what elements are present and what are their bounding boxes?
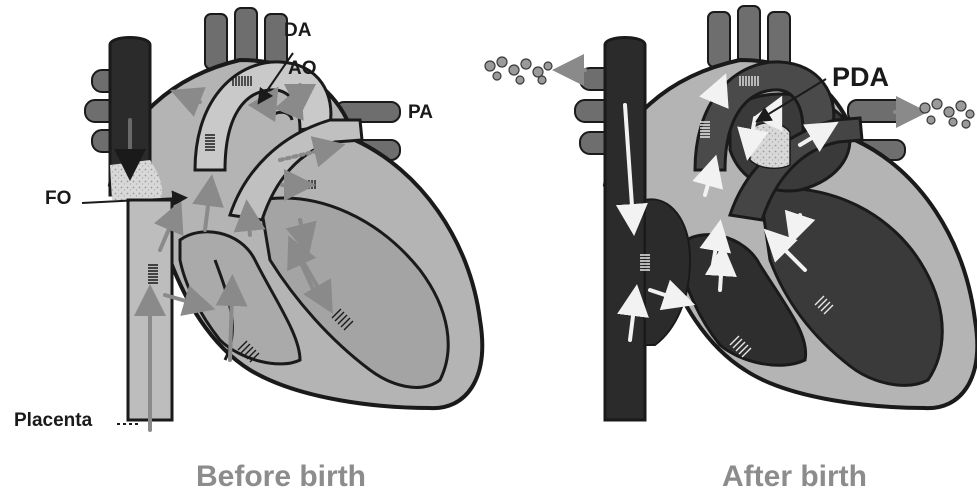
label-pda: PDA <box>832 62 889 93</box>
postnatal-pda-shunt <box>750 123 790 169</box>
aortic-arch-branches-right <box>708 6 790 67</box>
particle-cluster-left <box>485 57 552 84</box>
caption-before-birth: Before birth <box>196 460 366 494</box>
postnatal-heart <box>485 6 977 420</box>
caption-after-birth: After birth <box>722 460 867 494</box>
label-fo: FO <box>45 188 71 210</box>
label-ao: AO <box>288 58 317 80</box>
particle-cluster-right <box>920 99 974 128</box>
fetal-heart <box>82 8 482 430</box>
label-pa: PA <box>408 102 433 124</box>
label-da: DA <box>284 20 311 42</box>
label-placenta: Placenta <box>14 410 92 432</box>
postnatal-vena-cava <box>605 38 645 421</box>
